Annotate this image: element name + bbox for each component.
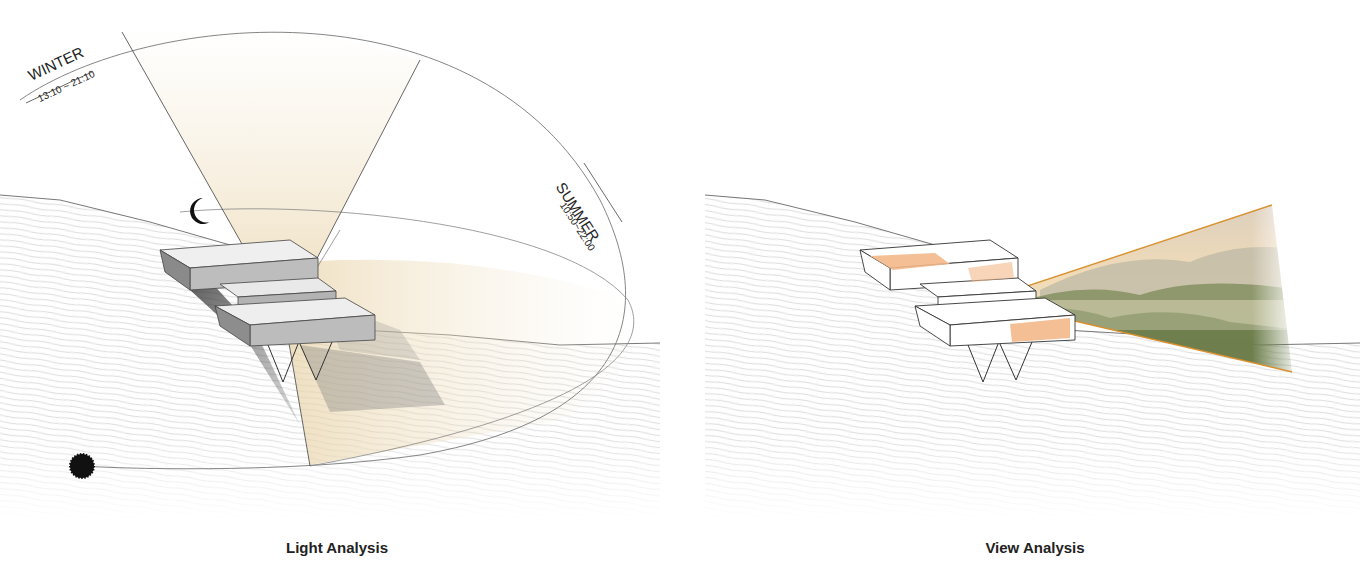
panel-caption: Light Analysis bbox=[286, 540, 388, 557]
panel-caption: View Analysis bbox=[985, 540, 1084, 557]
